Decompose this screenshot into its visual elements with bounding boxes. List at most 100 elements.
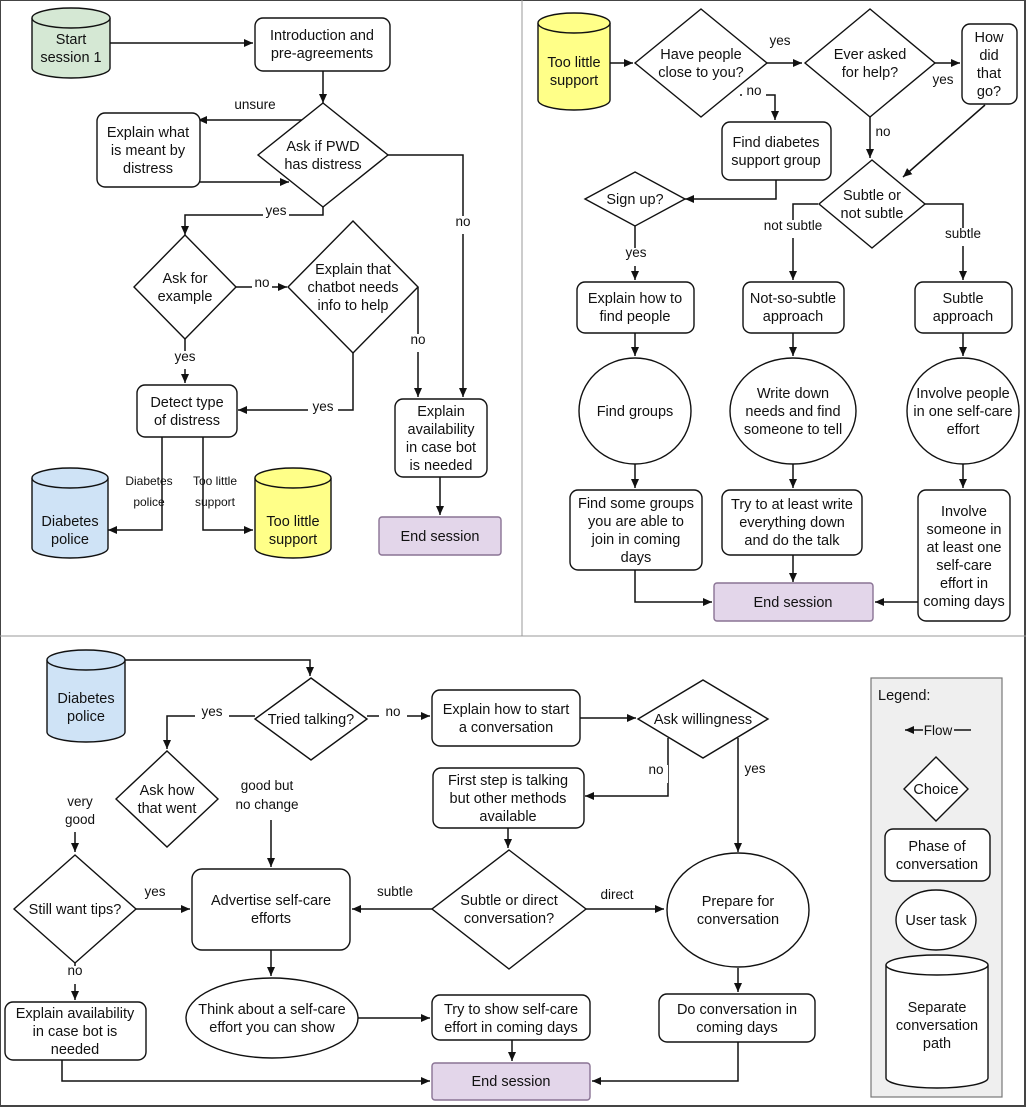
text-line: path xyxy=(923,1036,951,1052)
ask-pwd-label: Ask if PWD has distress xyxy=(284,139,361,173)
text-line: close to you? xyxy=(658,65,743,81)
text-line: session 1 xyxy=(40,50,101,66)
text-line: Explain how to xyxy=(588,291,682,307)
text-line: example xyxy=(158,289,213,305)
edge-label-no-tips: no xyxy=(67,963,82,978)
text-line: Explain what xyxy=(107,125,189,141)
diabetes-police-path-1: Diabetes police xyxy=(31,467,109,559)
text-line: that went xyxy=(138,801,197,817)
text-line: Ask how xyxy=(140,783,195,799)
text-line: has distress xyxy=(284,157,361,173)
text-line: but other methods xyxy=(450,791,567,807)
text-line: in case bot xyxy=(406,440,476,456)
text-line: in case bot is xyxy=(33,1024,118,1040)
edge-label-subtle-conv: subtle xyxy=(377,884,413,899)
edge-label-no-people: no xyxy=(746,83,761,98)
text-line: and do the talk xyxy=(744,533,840,549)
ask-example-decision: Ask for example xyxy=(133,234,237,340)
text-line: Start xyxy=(56,32,87,48)
text-line: Not-so-subtle xyxy=(750,291,836,307)
text-line: Still want tips? xyxy=(29,902,122,918)
edge-label-very-good-b: good xyxy=(65,812,95,827)
text-line: availability xyxy=(408,422,476,438)
edge-label-yes-people: yes xyxy=(769,33,790,48)
edge-label-too-little-b: support xyxy=(195,495,236,509)
start-session-label: Start session 1 xyxy=(40,32,101,66)
text-line: everything down xyxy=(739,515,845,531)
text-line: Subtle or xyxy=(843,188,901,204)
text-line: Subtle xyxy=(942,291,983,307)
edge-label-no-pwd: no xyxy=(455,214,470,229)
edge-label-yes-chatbot: yes xyxy=(312,399,333,414)
text-line: support group xyxy=(731,153,820,169)
text-line: Separate xyxy=(908,1000,967,1016)
ask-willingness-label: Ask willingness xyxy=(654,712,752,728)
text-line: conversation xyxy=(896,1018,978,1034)
text-line: distress xyxy=(123,161,173,177)
text-line: did xyxy=(979,48,998,64)
text-line: Too little xyxy=(266,514,319,530)
text-line: a conversation xyxy=(459,720,553,736)
text-line: in one self-care xyxy=(913,404,1012,420)
ask-how-went-label: Ask how that went xyxy=(138,783,197,817)
text-line: conversation xyxy=(896,857,978,873)
text-line: approach xyxy=(933,309,993,325)
text-line: coming days xyxy=(696,1020,777,1036)
edge-label-no-tried: no xyxy=(385,704,400,719)
sign-up-label: Sign up? xyxy=(606,192,663,208)
edge-label-no-asked: no xyxy=(875,124,890,139)
text-line: Find groups xyxy=(597,404,674,420)
legend-phase-label: Phase of conversation xyxy=(896,839,978,873)
text-line: Ask if PWD xyxy=(286,139,359,155)
edge-label-no-chatbot: no xyxy=(410,332,425,347)
text-line: needs and find xyxy=(745,404,840,420)
text-line: Try to show self-care xyxy=(444,1002,578,1018)
text-line: End session xyxy=(472,1074,551,1090)
diabetes-police-label-1: Diabetes police xyxy=(41,514,98,548)
text-line: police xyxy=(51,532,89,548)
text-line: Write down xyxy=(757,386,829,402)
text-line: Subtle or direct xyxy=(460,893,558,909)
edge-label-yes-willing: yes xyxy=(744,761,765,776)
text-line: Phase of xyxy=(908,839,966,855)
still-want-tips-decision: Still want tips? xyxy=(12,854,138,964)
legend-separate-label: Separate conversation path xyxy=(896,1000,978,1052)
subtle-approach-node: Subtle approach xyxy=(914,281,1013,334)
text-line: someone to tell xyxy=(744,422,842,438)
text-line: End session xyxy=(754,595,833,611)
tried-talking-decision: Tried talking? xyxy=(253,677,369,761)
legend-separate-path: Separate conversation path xyxy=(885,954,989,1089)
text-line: Explain that xyxy=(315,262,391,278)
text-line: self-care xyxy=(936,558,992,574)
text-line: Ask for xyxy=(162,271,207,287)
text-line: pre-agreements xyxy=(271,46,373,62)
text-line: Diabetes xyxy=(41,514,98,530)
text-line: Involve xyxy=(941,504,987,520)
text-line: is needed xyxy=(410,458,473,474)
text-line: Advertise self-care xyxy=(211,893,331,909)
text-line: Sign up? xyxy=(606,192,663,208)
text-line: info to help xyxy=(318,298,389,314)
legend-flow-label: Flow xyxy=(924,723,953,738)
text-line: Explain availability xyxy=(16,1006,135,1022)
